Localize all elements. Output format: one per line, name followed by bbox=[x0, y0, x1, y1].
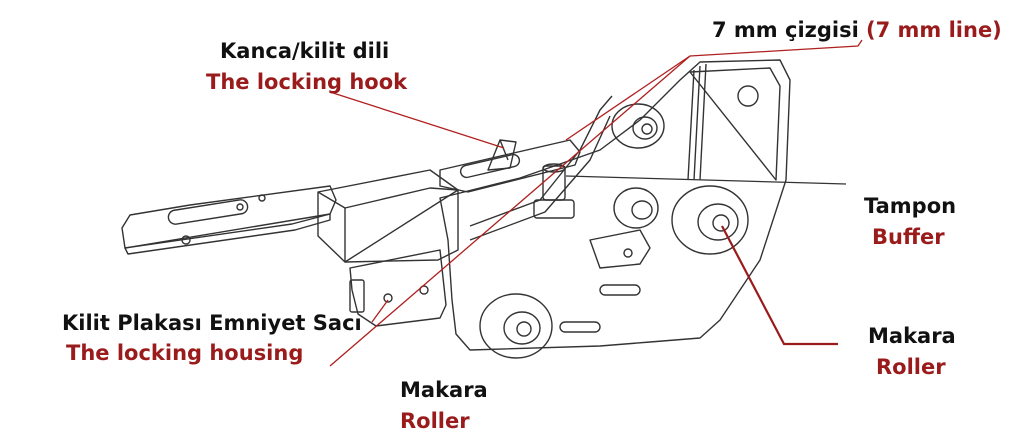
left-arm-plate-edge bbox=[124, 213, 331, 255]
left-arm-plate bbox=[121, 185, 337, 249]
arm-hole-2 bbox=[236, 203, 244, 211]
upper-roller bbox=[611, 103, 665, 149]
hook-slot bbox=[459, 153, 521, 179]
label-housing-tr: Kilit Plakası Emniyet Sacı bbox=[62, 311, 362, 335]
bottom-roller bbox=[479, 293, 553, 359]
label-roller-bottom-en: Roller bbox=[400, 409, 470, 433]
buffer-cap bbox=[542, 163, 566, 173]
upper-roller-inner bbox=[632, 116, 658, 140]
middle-bracket-hole bbox=[623, 248, 633, 258]
label-7mm-en: (7 mm line) bbox=[866, 18, 1002, 42]
housing-box bbox=[317, 169, 459, 263]
leader-roller-right bbox=[721, 225, 838, 346]
label-7mm-tr: 7 mm çizgisi bbox=[712, 18, 859, 42]
leader-housing bbox=[371, 299, 389, 323]
housing-plate bbox=[349, 249, 447, 327]
bottom-roller-axle bbox=[516, 321, 532, 337]
hook-tongue-edge bbox=[499, 139, 509, 161]
housing-hole bbox=[383, 293, 393, 303]
plate-layer-3 bbox=[699, 63, 707, 181]
leader-7mm-b bbox=[329, 55, 691, 367]
bottom-roller-inner bbox=[503, 311, 541, 345]
housing-box-front bbox=[344, 187, 459, 263]
leader-hook bbox=[329, 91, 505, 149]
label-housing-en: The locking housing bbox=[66, 341, 304, 365]
leader-buffer bbox=[565, 175, 847, 185]
middle-roller-inner bbox=[631, 200, 653, 220]
main-plate bbox=[439, 59, 791, 351]
label-hook-tr: Kanca/kilit dili bbox=[220, 39, 390, 63]
plate-layer-1 bbox=[687, 69, 695, 181]
hook-bracket bbox=[439, 139, 581, 193]
link-arm-edge bbox=[469, 115, 611, 241]
arm-hole bbox=[181, 235, 191, 245]
arm-slot bbox=[167, 199, 249, 225]
main-plate-rear bbox=[689, 67, 781, 181]
arm-hole-3 bbox=[258, 194, 266, 202]
label-buffer-tr: Tampon bbox=[864, 194, 957, 218]
middle-bracket bbox=[589, 229, 651, 269]
label-roller-bottom-tr: Makara bbox=[400, 378, 488, 402]
buffer-base bbox=[533, 199, 575, 219]
plate-top-hole bbox=[737, 85, 759, 107]
label-roller-right-tr: Makara bbox=[868, 324, 956, 348]
locking-hook-tongue bbox=[487, 139, 517, 171]
label-hook-en: The locking hook bbox=[206, 70, 408, 94]
upper-roller-axle bbox=[641, 123, 653, 135]
right-roller-inner bbox=[697, 203, 739, 241]
middle-roller bbox=[613, 187, 659, 229]
plate-layer-2 bbox=[693, 65, 701, 181]
lower-slot bbox=[559, 321, 601, 333]
label-roller-right-en: Roller bbox=[876, 355, 946, 379]
lower-slot-2 bbox=[599, 284, 641, 296]
housing-hole-2 bbox=[419, 285, 429, 295]
right-roller-axle bbox=[712, 214, 730, 232]
housing-box-edge bbox=[317, 191, 346, 209]
leader-7mm bbox=[565, 39, 863, 141]
housing-tab bbox=[349, 279, 365, 313]
right-roller bbox=[671, 185, 749, 255]
label-buffer-en: Buffer bbox=[872, 225, 945, 249]
